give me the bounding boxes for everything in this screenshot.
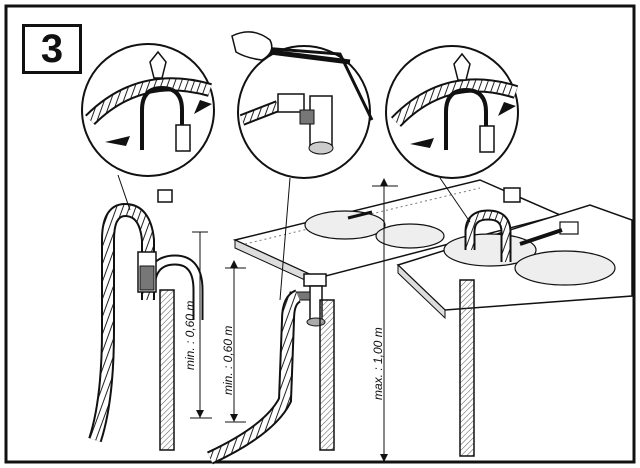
dimension-label-siphon: min. : 0,60 m [221,325,235,395]
sink-edge-scene [372,178,633,463]
standpipe-scene [88,189,212,451]
dimension-label-sink: max. : 1,00 m [371,327,385,400]
step-number: 3 [22,24,82,74]
detail-circle-hook [385,45,519,223]
dimension-label-standpipe: min. : 0,60 m [183,300,197,370]
detail-circle-hose-holder [81,43,215,211]
detail-circle-saw [231,31,374,301]
outer-frame [4,4,636,464]
